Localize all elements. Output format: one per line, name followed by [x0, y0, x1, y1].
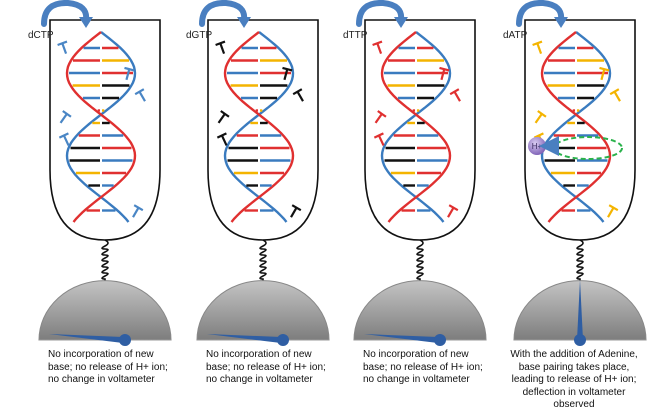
caption-line: With the addition of Adenine,: [510, 349, 638, 360]
caption-line: No incorporation of new: [48, 349, 154, 360]
nucleotide-flow-arrow: [356, 0, 405, 27]
caption-line: No incorporation of new: [363, 349, 469, 360]
free-nucleotide-icon: [373, 132, 385, 146]
spring-connector: [259, 239, 267, 286]
free-nucleotide-icon: [532, 40, 543, 55]
panel-datp: H+: [513, 0, 647, 346]
free-nucleotide-icon: [609, 88, 621, 102]
voltameter-dome: [353, 280, 487, 341]
free-nucleotide-icon: [124, 66, 135, 81]
caption-line: base; no release of H+ ion;: [363, 361, 483, 373]
caption-line: No incorporation of new: [206, 349, 312, 360]
nucleotide-label: dATP: [503, 30, 528, 41]
complementary-strand: [223, 31, 295, 223]
voltameter-needle: [207, 334, 281, 343]
nucleotide-label: dGTP: [186, 30, 213, 41]
template-strand: [380, 31, 452, 223]
voltameter-needle: [364, 334, 438, 343]
free-nucleotide-icon: [374, 110, 387, 124]
caption-line: no change in voltameter: [206, 374, 313, 385]
free-nucleotide-icon: [534, 110, 547, 124]
complementary-strand: [540, 31, 612, 223]
panel-dttp: [353, 0, 487, 346]
hydrogen-ion-label: H+: [532, 142, 543, 151]
free-nucleotide-icon: [58, 132, 70, 146]
arrow-head-icon: [237, 17, 251, 28]
free-nucleotide-icon: [290, 204, 302, 218]
free-nucleotide-icon: [57, 40, 68, 55]
free-nucleotide-icon: [447, 204, 459, 218]
voltameter-dome: [38, 280, 172, 341]
caption-line: base; no release of H+ ion;: [48, 361, 168, 373]
caption-line: no change in voltameter: [48, 374, 155, 385]
caption-line: leading to release of H+ ion;: [511, 374, 637, 385]
nucleotide-flow-arrow: [516, 0, 565, 27]
needle-pivot: [119, 334, 131, 346]
caption-line: base; no release of H+ ion;: [206, 361, 326, 373]
free-nucleotide-icon: [449, 88, 461, 102]
voltameter-needle: [577, 280, 583, 340]
spring-connector: [416, 239, 424, 286]
complementary-strand: [65, 31, 137, 223]
needle-pivot: [574, 334, 586, 346]
free-nucleotide-icon: [132, 204, 144, 218]
template-strand: [540, 31, 612, 223]
free-nucleotide-icon: [216, 132, 228, 146]
free-nucleotide-icon: [439, 66, 450, 81]
free-nucleotide-icon: [607, 204, 619, 218]
panel-dgtp: [196, 0, 330, 346]
panel-caption: With the addition of Adenine,base pairin…: [499, 349, 649, 412]
nucleotide-flow-arrow: [41, 0, 90, 27]
caption-line: base pairing takes place,: [518, 361, 630, 373]
needle-pivot: [434, 334, 446, 346]
nucleotide-label: dCTP: [28, 30, 54, 41]
free-nucleotide-icon: [282, 66, 293, 81]
spring-connector: [101, 239, 109, 286]
spring-connector: [576, 239, 584, 286]
free-nucleotide-icon: [215, 40, 226, 55]
template-strand: [223, 31, 295, 223]
nucleotide-label: dTTP: [343, 30, 368, 41]
free-nucleotide-icon: [599, 66, 610, 81]
needle-pivot: [277, 334, 289, 346]
free-nucleotide-icon: [292, 88, 304, 102]
nucleotide-flow-arrow: [199, 0, 248, 27]
caption-line: deflection in voltameter: [522, 386, 626, 398]
template-strand: [65, 31, 137, 223]
arrow-head-icon: [394, 17, 408, 28]
complementary-strand: [380, 31, 452, 223]
free-nucleotide-icon: [59, 110, 72, 124]
arrow-head-icon: [554, 17, 568, 28]
caption-line: observed: [553, 399, 595, 410]
free-nucleotide-icon: [134, 88, 146, 102]
voltameter-dome: [196, 280, 330, 341]
voltameter-needle: [49, 334, 123, 343]
panel-dctp: [38, 0, 172, 346]
arrow-head-icon: [79, 17, 93, 28]
caption-line: no change in voltameter: [363, 374, 470, 385]
free-nucleotide-icon: [372, 40, 383, 55]
free-nucleotide-icon: [217, 110, 230, 124]
